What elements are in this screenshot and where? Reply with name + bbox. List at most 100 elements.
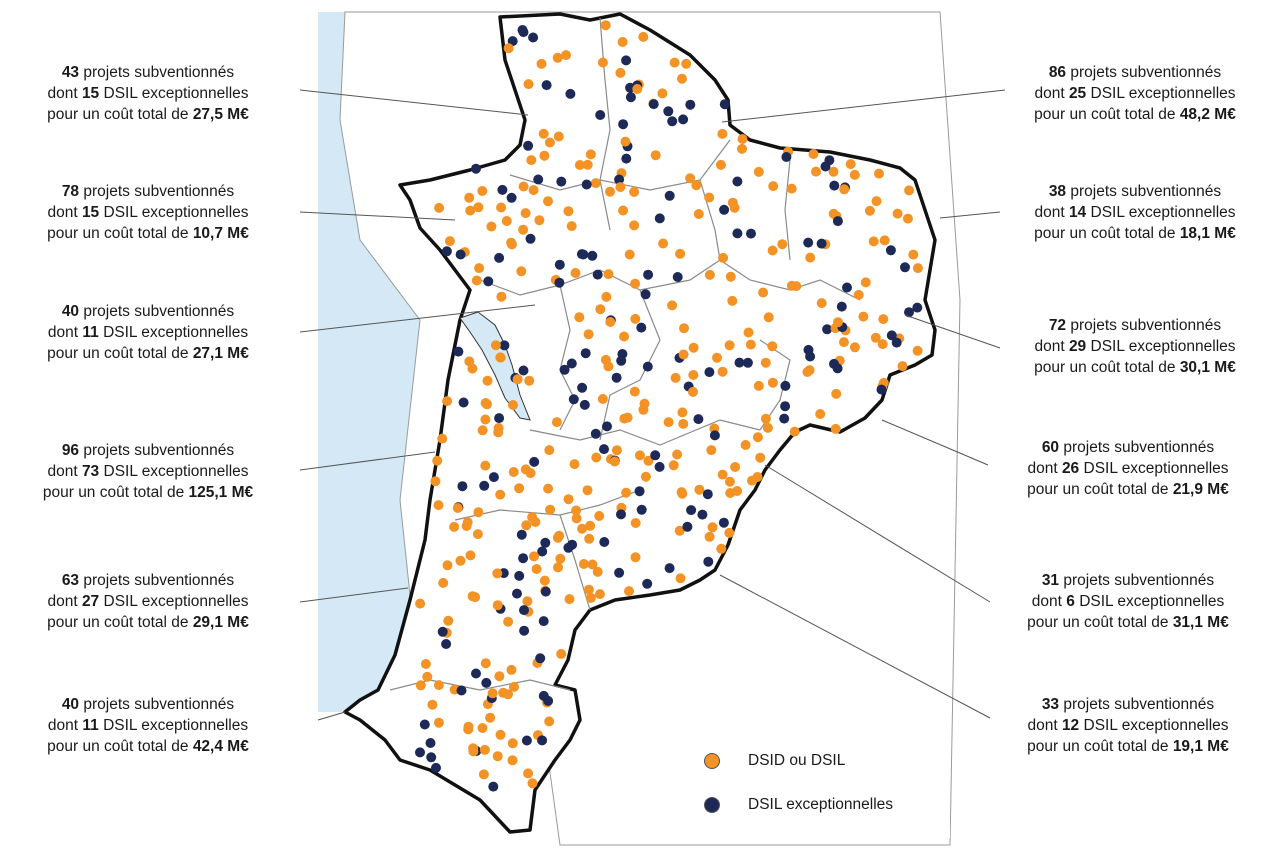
- project-dot-exceptionnelle: [616, 509, 626, 520]
- callout-left-3: 40 projets subventionnés dont 11 DSIL ex…: [47, 303, 249, 362]
- project-dot-exceptionnelle: [780, 380, 791, 391]
- project-dot-dsid: [828, 166, 839, 177]
- project-dot-dsid: [601, 291, 612, 302]
- project-dot-exceptionnelle: [685, 99, 696, 110]
- project-dot-dsid: [595, 304, 606, 315]
- project-dot-exceptionnelle: [614, 174, 625, 185]
- project-dot-dsid: [786, 280, 797, 291]
- project-dot-dsid: [530, 517, 541, 527]
- project-dot-exceptionnelle: [456, 685, 467, 696]
- project-dot-dsid: [590, 178, 601, 189]
- project-dot-dsid: [789, 426, 800, 437]
- project-dot-dsid: [630, 313, 641, 324]
- project-dot-exceptionnelle: [779, 413, 790, 424]
- project-dot-dsid: [605, 317, 616, 327]
- project-dot-dsid: [678, 349, 689, 360]
- project-dot-dsid: [577, 523, 588, 534]
- project-dot-dsid: [805, 252, 816, 263]
- project-dot-dsid: [624, 249, 635, 260]
- project-dot-dsid: [592, 566, 603, 577]
- project-dot-dsid: [472, 529, 483, 540]
- orange-dot-icon: [704, 753, 720, 769]
- project-dot-dsid: [587, 559, 598, 570]
- project-dot-dsid: [467, 591, 478, 602]
- project-dot-dsid: [897, 361, 908, 372]
- project-dot-dsid: [534, 215, 545, 226]
- project-dot-exceptionnelle: [616, 355, 627, 366]
- project-dot-dsid: [724, 476, 735, 487]
- project-dot-dsid: [597, 57, 608, 68]
- project-dot-exceptionnelle: [703, 556, 714, 567]
- project-dot-exceptionnelle: [732, 228, 743, 239]
- project-dot-dsid: [658, 238, 669, 249]
- project-dot-dsid: [737, 134, 748, 144]
- project-dot-dsid: [879, 235, 890, 246]
- project-dot-dsid: [643, 455, 654, 466]
- project-dot-dsid: [524, 375, 535, 386]
- project-dot-dsid: [768, 181, 779, 192]
- project-dot-dsid: [677, 73, 687, 84]
- project-dot-exceptionnelle: [581, 179, 592, 190]
- project-dot-exceptionnelle: [488, 781, 499, 792]
- project-dot-exceptionnelle: [719, 99, 730, 110]
- project-dot-exceptionnelle: [568, 394, 579, 405]
- project-dot-exceptionnelle: [648, 99, 659, 110]
- callout-leader-lines: [299, 89, 1006, 721]
- project-dot-exceptionnelle: [842, 282, 852, 293]
- project-dot-dsid: [494, 671, 505, 682]
- project-dot-dsid: [506, 237, 517, 248]
- project-dot-exceptionnelle: [528, 32, 539, 43]
- project-dot-exceptionnelle: [518, 553, 529, 564]
- leader-line-4: [299, 451, 436, 471]
- project-dot-dsid: [556, 649, 567, 659]
- project-dot-dsid: [585, 520, 596, 531]
- project-dot-exceptionnelle: [686, 505, 697, 516]
- project-dot-dsid: [845, 159, 856, 170]
- project-dot-dsid: [630, 518, 641, 528]
- project-dot-dsid: [526, 155, 537, 166]
- project-dot-dsid: [621, 487, 632, 498]
- project-dot-exceptionnelle: [614, 567, 625, 578]
- project-dot-dsid: [552, 52, 563, 63]
- project-dot-exceptionnelle: [538, 690, 549, 701]
- project-dot-exceptionnelle: [678, 114, 689, 125]
- project-dot-dsid: [716, 543, 727, 554]
- project-dot-dsid: [767, 245, 778, 256]
- project-dot-exceptionnelle: [521, 735, 532, 746]
- project-dot-dsid: [415, 680, 426, 691]
- project-dot-dsid: [694, 484, 705, 495]
- project-dot-dsid: [461, 521, 472, 531]
- project-dot-exceptionnelle: [540, 586, 551, 597]
- project-dot-exceptionnelle: [602, 421, 612, 432]
- project-dot-dsid: [529, 551, 539, 562]
- project-dot-dsid: [555, 553, 566, 564]
- project-dot-dsid: [663, 417, 674, 428]
- project-dot-dsid: [544, 716, 555, 727]
- project-dot-dsid: [853, 289, 864, 300]
- project-dot-dsid: [492, 568, 503, 579]
- callout-right-3: 72 projets subventionnés dont 29 DSIL ex…: [1034, 317, 1236, 376]
- project-dot-exceptionnelle: [483, 276, 494, 287]
- project-dot-dsid: [427, 699, 438, 710]
- project-dot-dsid: [471, 275, 482, 286]
- project-dot-exceptionnelle: [537, 735, 548, 746]
- project-dot-dsid: [849, 342, 860, 353]
- callout-right-1: 86 projets subventionnés dont 25 DSIL ex…: [1034, 64, 1236, 123]
- project-dot-dsid: [563, 206, 574, 217]
- project-dot-dsid: [506, 664, 517, 675]
- project-dot-dsid: [615, 182, 626, 193]
- project-dot-dsid: [522, 596, 533, 607]
- project-dot-dsid: [422, 671, 433, 682]
- project-dot-dsid: [831, 388, 842, 399]
- project-dot-exceptionnelle: [820, 161, 831, 172]
- project-dot-dsid: [704, 192, 715, 203]
- project-dot-exceptionnelle: [900, 262, 910, 273]
- project-dot-exceptionnelle: [512, 588, 522, 599]
- project-dot-dsid: [725, 271, 736, 282]
- project-dot-dsid: [858, 311, 869, 322]
- project-dot-dsid: [615, 67, 626, 78]
- project-dot-dsid: [496, 202, 507, 213]
- project-dot-dsid: [539, 575, 550, 586]
- callout-left-1: 43 projets subventionnés dont 15 DSIL ex…: [47, 64, 249, 123]
- project-dot-dsid: [512, 374, 523, 385]
